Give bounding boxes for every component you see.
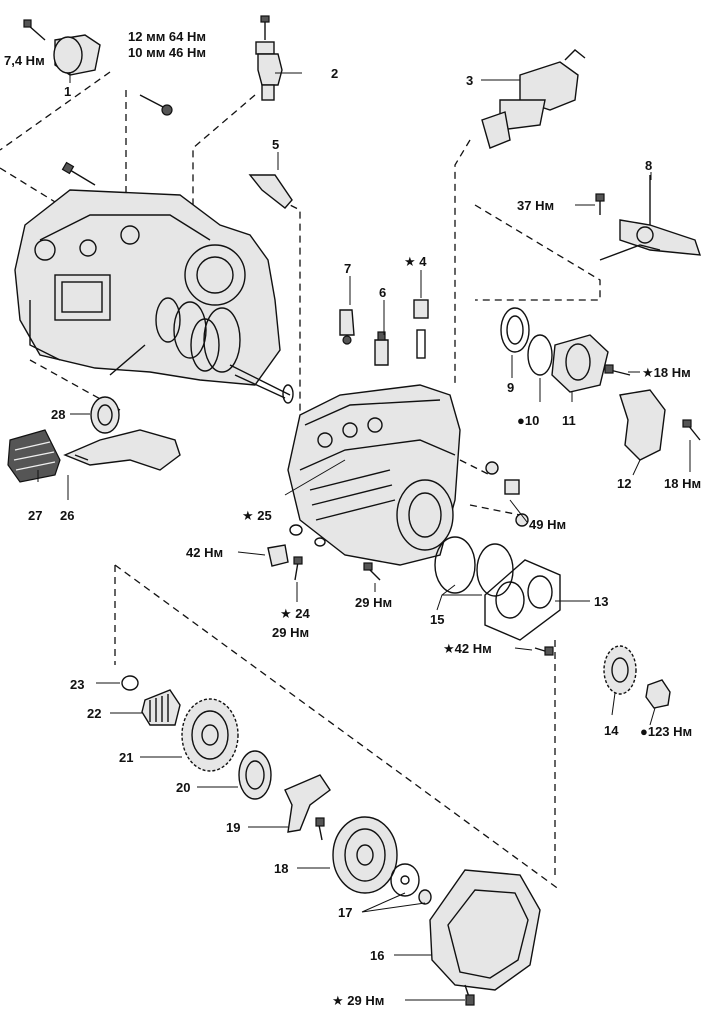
part-19-shift-fork [284,774,331,841]
label-torque-29-b: 29 Нм [355,595,392,610]
part-8-lever [595,175,702,261]
part-6-plug [374,331,389,366]
part-26-release-fork [63,429,181,471]
part-123nm-nut [645,679,671,709]
label-part-17: 17 [338,905,352,920]
part-28-release-bearing [90,396,120,434]
part-49nm-plug [485,461,529,527]
part-27-boot [7,429,61,483]
label-torque-49: 49 Нм [529,517,566,532]
part-17-washer-nut [390,863,432,905]
label-part-20: 20 [176,780,190,795]
part-3-selector-shaft [481,49,586,149]
label-part-6: 6 [379,285,386,300]
label-part-7: 7 [344,261,351,276]
label-torque-29-a: 29 Нм [272,625,309,640]
part-11-retainer [551,334,631,393]
label-part-2: 2 [331,66,338,81]
label-torque-18-star: ★18 Нм [642,365,691,380]
leader-lines [37,72,691,1001]
label-part-4: ★ 4 [404,254,427,269]
part-5-sensor [248,174,293,209]
part-29nm-bolt [363,562,381,581]
label-part-1: 1 [64,84,71,99]
label-torque-18: 18 Нм [664,476,701,491]
label-part-10: ●10 [517,413,539,428]
label-part-22: 22 [87,706,101,721]
part-16-end-cover [429,869,541,1006]
label-part-16: 16 [370,948,384,963]
part-42nm-bolt [534,646,554,656]
part-13-gasket [484,559,561,641]
label-part-8: 8 [645,158,652,173]
label-torque-37: 37 Нм [517,198,554,213]
label-torque-10mm: 10 мм 46 Нм [128,45,206,60]
assembly-dashed-lines [0,71,601,891]
label-part-14: 14 [604,723,619,738]
part-1-cover [23,19,101,76]
label-part-18: 18 [274,861,288,876]
label-part-24: ★ 24 [280,606,310,621]
part-12-bracket [619,389,701,461]
label-part-13: 13 [594,594,608,609]
part-15-snap-rings [434,536,514,597]
part-23-washer [121,675,139,691]
label-part-25: ★ 25 [242,508,272,523]
label-torque-42-star: ★42 Нм [443,641,492,656]
label-part-11: 11 [562,413,576,428]
part-24-bolt [293,556,303,581]
label-part-12: 12 [617,476,631,491]
label-torque-7-4: 7,4 Нм [4,53,45,68]
label-part-19: 19 [226,820,240,835]
label-part-28: 28 [51,407,65,422]
label-part-21: 21 [119,750,133,765]
part-22-bearing [141,689,181,726]
part-14-gear [603,645,637,695]
part-10-oring [527,334,553,376]
part-42nm-plug [267,524,326,567]
part-4-plug [413,299,429,359]
part-20-synchro-ring [238,750,272,800]
label-part-27: 27 [28,508,42,523]
part-18-synchro-hub [332,816,398,894]
label-torque-123: ●123 Нм [640,724,692,739]
label-part-9: 9 [507,380,514,395]
case-bolt-12mm [139,94,173,116]
housing-bolt [61,161,96,186]
label-part-26: 26 [60,508,74,523]
part-2-switch [255,15,283,101]
labels: 7,4 Нм 1 12 мм 64 Нм 10 мм 46 Нм 2 3 5 8… [4,29,701,1008]
label-torque-42: 42 Нм [186,545,223,560]
part-9-seal [500,307,530,353]
label-part-5: 5 [272,137,279,152]
label-part-15: 15 [430,612,444,627]
label-part-3: 3 [466,73,473,88]
part-21-gear [181,698,239,772]
label-torque-29-star: ★ 29 Нм [332,993,384,1008]
part-7-switch [339,309,355,345]
clutch-housing [14,189,294,404]
transmission-case [287,384,461,566]
label-part-23: 23 [70,677,84,692]
label-torque-12mm: 12 мм 64 Нм [128,29,206,44]
